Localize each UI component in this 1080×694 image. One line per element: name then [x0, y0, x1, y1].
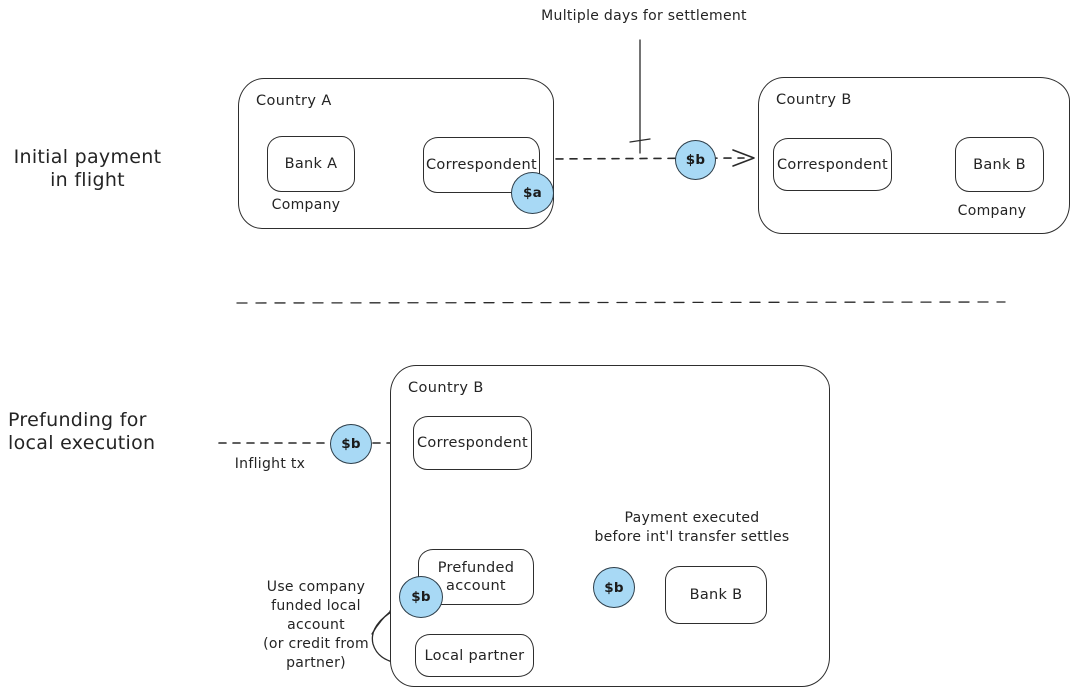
- bank-b-top-label: Bank B: [973, 156, 1026, 173]
- bank-b-top-box: Bank B: [955, 137, 1044, 192]
- heading-line: Prefunding for: [8, 409, 147, 431]
- money-token-prefunded: $b: [399, 576, 443, 618]
- inflight-tx-label: Inflight tx: [234, 456, 306, 472]
- correspondent-bottom-label: Correspondent: [417, 435, 528, 451]
- local-partner-box: Local partner: [415, 634, 534, 677]
- section-heading-prefunding: Prefunding for local execution: [8, 409, 188, 455]
- country-b-top-box: Country B: [758, 77, 1070, 234]
- correspondent-b-box: Correspondent: [773, 138, 892, 191]
- note-line: (or credit from: [263, 636, 369, 652]
- prefunded-line: Prefunded: [437, 560, 515, 576]
- correspondent-bottom-box: Correspondent: [413, 416, 532, 470]
- country-b-top-title: Country B: [776, 92, 852, 108]
- correspondent-a-label: Correspondent: [426, 157, 537, 173]
- heading-line: Initial payment: [13, 146, 162, 168]
- company-a-label: Company: [271, 197, 341, 213]
- bank-b-bottom-label: Bank B: [689, 587, 743, 603]
- money-token-a: $a: [511, 172, 554, 214]
- note-line: Payment executed: [624, 510, 760, 526]
- bank-b-bottom-box: Bank B: [665, 566, 767, 624]
- use-company-note: Use company funded local account (or cre…: [246, 578, 386, 673]
- money-token-payment: $b: [593, 567, 635, 608]
- prefunded-line: account: [446, 578, 506, 594]
- correspondent-b-label: Correspondent: [777, 156, 888, 173]
- payment-executed-note: Payment executed before int'l transfer s…: [572, 509, 812, 547]
- arrowhead-transfer-top: [732, 149, 755, 167]
- country-b-bottom-title: Country B: [408, 380, 484, 396]
- settlement-note: Multiple days for settlement: [541, 8, 747, 24]
- heading-line: in flight: [50, 169, 125, 191]
- section-heading-initial-payment: Initial payment in flight: [10, 146, 165, 192]
- money-token-inflight: $b: [330, 424, 372, 464]
- heading-line: local execution: [8, 432, 156, 454]
- correspondent-a-box: Correspondent: [423, 137, 540, 193]
- settlement-note-tick: [629, 138, 651, 143]
- note-line: Use company: [266, 579, 366, 595]
- bank-a-box: Bank A: [267, 136, 355, 192]
- local-partner-label: Local partner: [424, 647, 525, 664]
- company-b-label: Company: [957, 203, 1027, 219]
- prefunded-account-label: Prefunded account: [438, 559, 515, 595]
- section-divider-dashed: [236, 301, 1006, 304]
- money-token-b-top: $b: [675, 140, 716, 180]
- note-line: before int'l transfer settles: [594, 529, 790, 545]
- note-line: funded local: [271, 598, 361, 614]
- note-line: account: [287, 617, 345, 633]
- note-line: partner): [286, 655, 346, 671]
- bank-a-label: Bank A: [284, 156, 338, 172]
- country-a-title: Country A: [256, 93, 332, 109]
